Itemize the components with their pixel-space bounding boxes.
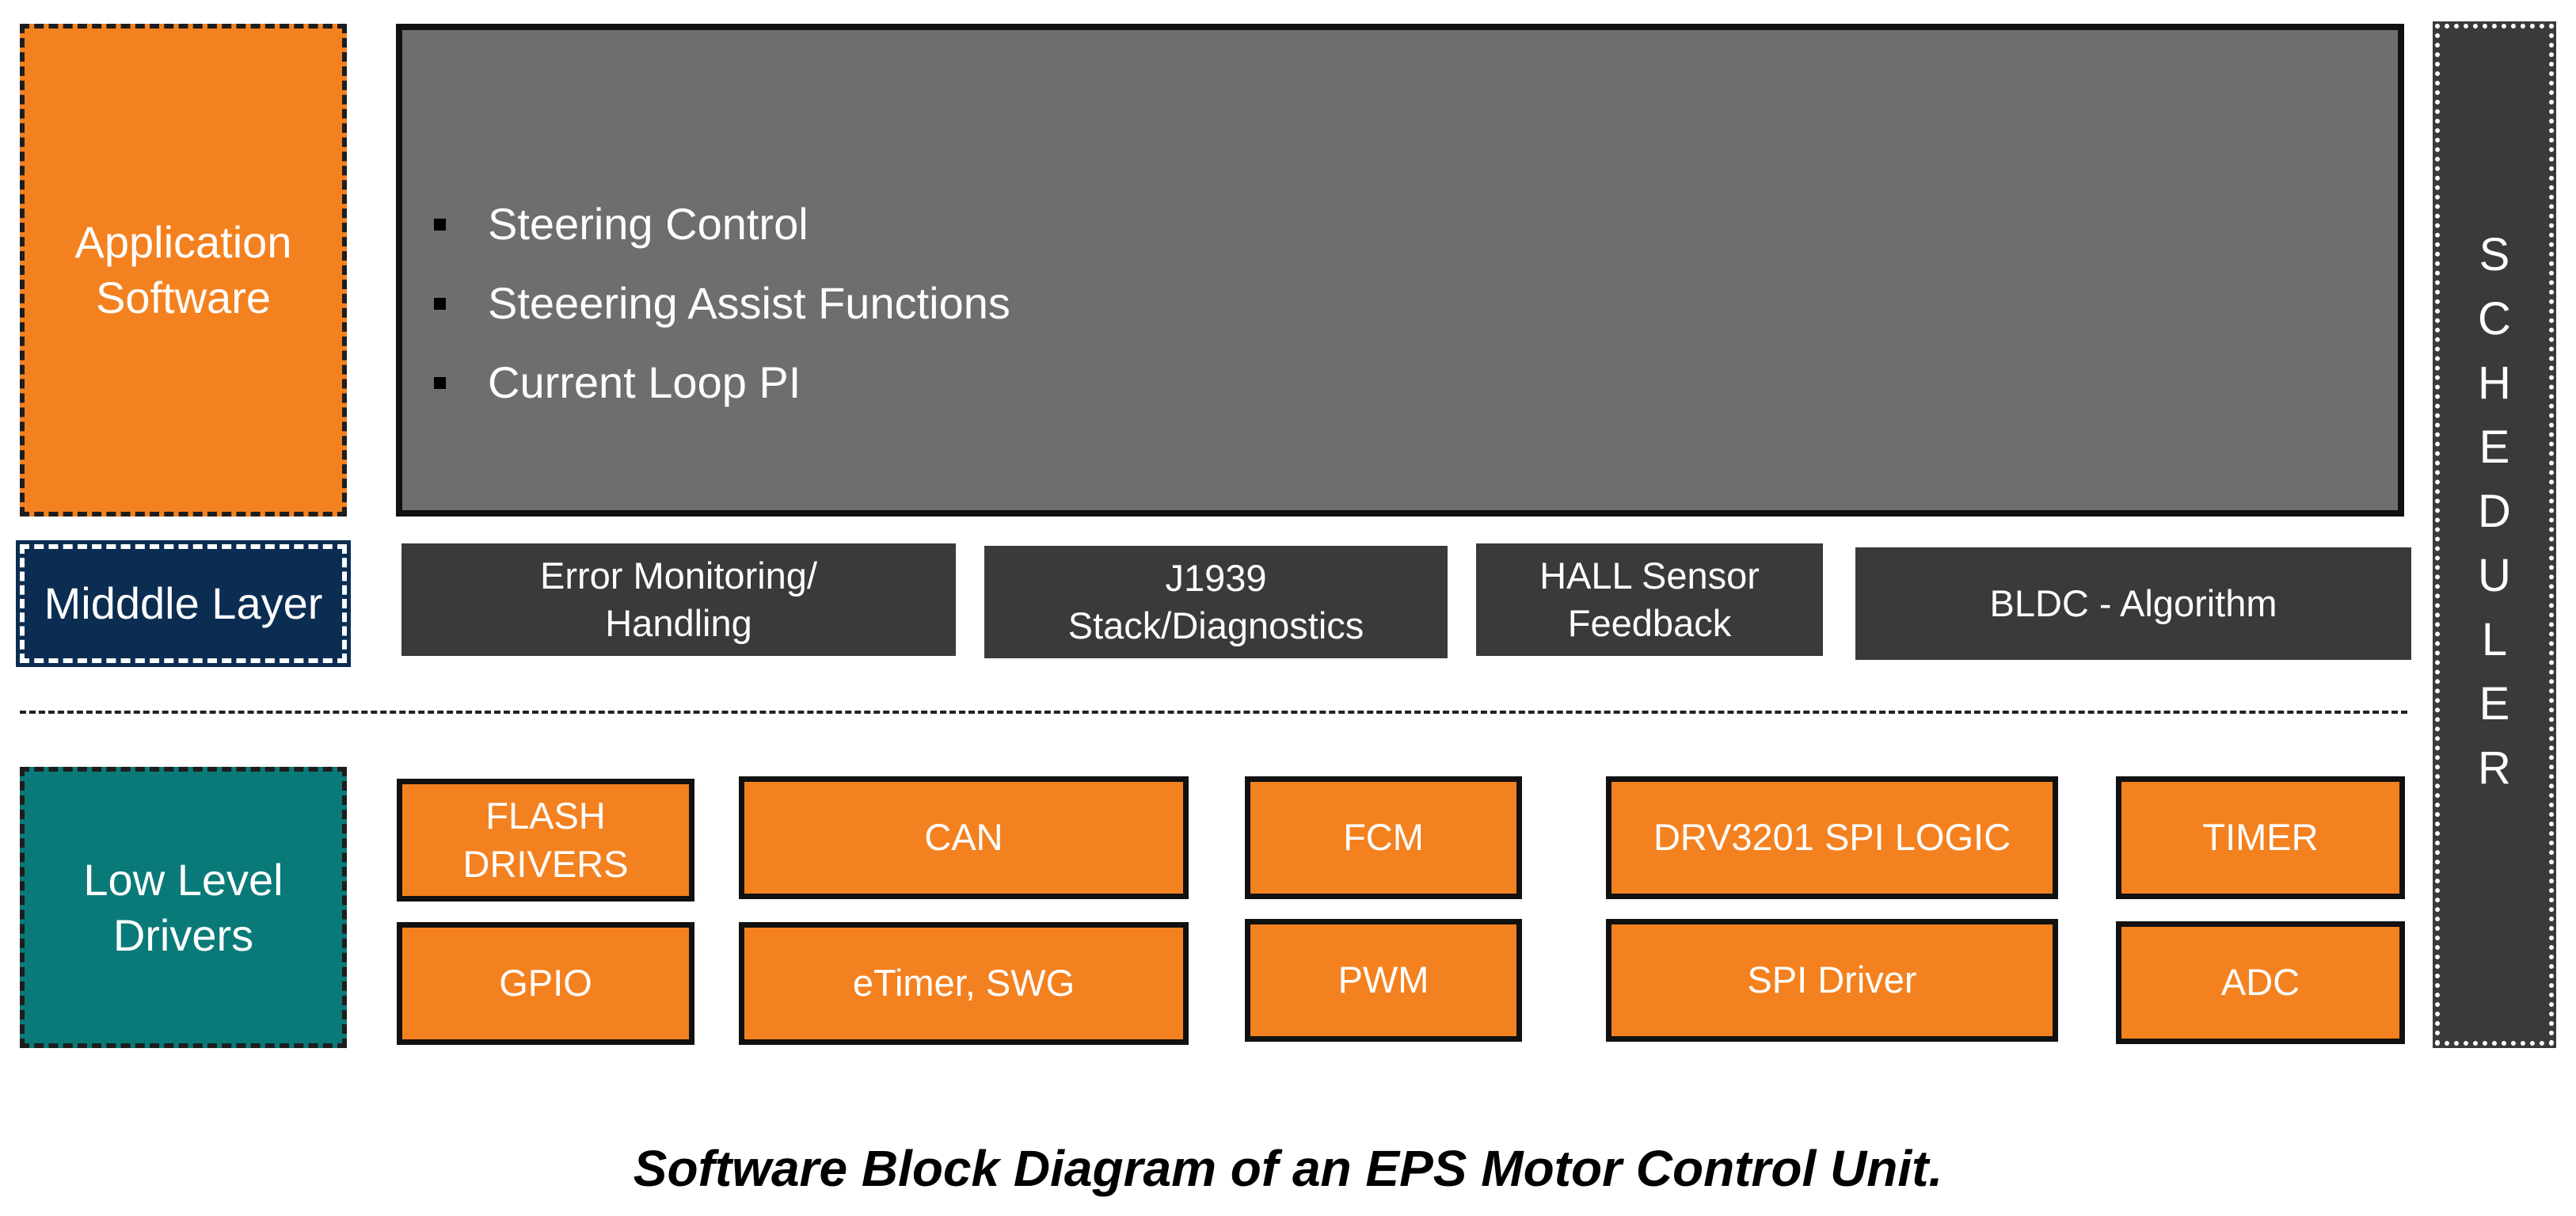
driver-block-pwm: PWM <box>1245 919 1522 1042</box>
application-item-steering-assist: Steeering Assist Functions <box>434 264 1010 343</box>
application-item-label: Steering Control <box>488 199 809 249</box>
driver-block-fcm: FCM <box>1245 776 1522 899</box>
application-software-label: Application Software <box>20 24 347 517</box>
application-item-label: Steeering Assist Functions <box>488 278 1010 328</box>
application-software-box: Steering Control Steeering Assist Functi… <box>396 24 2404 517</box>
scheduler-letter: E <box>2479 421 2510 473</box>
application-item-label: Current Loop PI <box>488 357 801 407</box>
scheduler-label: S C H E D U L E R <box>2440 223 2549 800</box>
driver-block-adc: ADC <box>2116 921 2405 1044</box>
scheduler-letter: L <box>2481 614 2508 665</box>
middle-block-error-monitoring: Error Monitoring/ Handling <box>401 543 956 656</box>
bullet-icon <box>434 298 446 310</box>
scheduler-letter: U <box>2478 550 2511 601</box>
middle-block-bldc-algorithm: BLDC - Algorithm <box>1855 547 2411 660</box>
scheduler-letter: E <box>2479 678 2510 730</box>
driver-block-etimer-swg: eTimer, SWG <box>739 922 1189 1045</box>
scheduler-letter: R <box>2478 742 2511 794</box>
driver-block-timer: TIMER <box>2116 776 2405 899</box>
driver-block-can: CAN <box>739 776 1189 899</box>
middle-block-hall-sensor: HALL Sensor Feedback <box>1476 543 1823 656</box>
bullet-icon <box>434 219 446 231</box>
scheduler-bar: S C H E D U L E R <box>2433 21 2556 1048</box>
low-level-drivers-label: Low Level Drivers <box>20 767 347 1048</box>
driver-block-flash: FLASH DRIVERS <box>397 779 694 902</box>
scheduler-letter: S <box>2479 229 2510 280</box>
application-function-list: Steering Control Steeering Assist Functi… <box>434 185 1010 422</box>
middle-layer-label: Midddle Layer <box>16 540 351 667</box>
bullet-icon <box>434 377 446 389</box>
driver-block-gpio: GPIO <box>397 922 694 1045</box>
scheduler-letter: D <box>2478 486 2511 537</box>
driver-block-spi-driver: SPI Driver <box>1606 919 2058 1042</box>
layer-separator-line <box>20 711 2407 714</box>
application-item-steering-control: Steering Control <box>434 185 1010 264</box>
scheduler-letter: H <box>2478 357 2511 409</box>
diagram-caption: Software Block Diagram of an EPS Motor C… <box>633 1140 1943 1197</box>
application-item-current-loop: Current Loop PI <box>434 343 1010 422</box>
middle-block-j1939: J1939 Stack/Diagnostics <box>984 546 1448 658</box>
driver-block-drv3201: DRV3201 SPI LOGIC <box>1606 776 2058 899</box>
scheduler-letter: C <box>2478 293 2511 345</box>
